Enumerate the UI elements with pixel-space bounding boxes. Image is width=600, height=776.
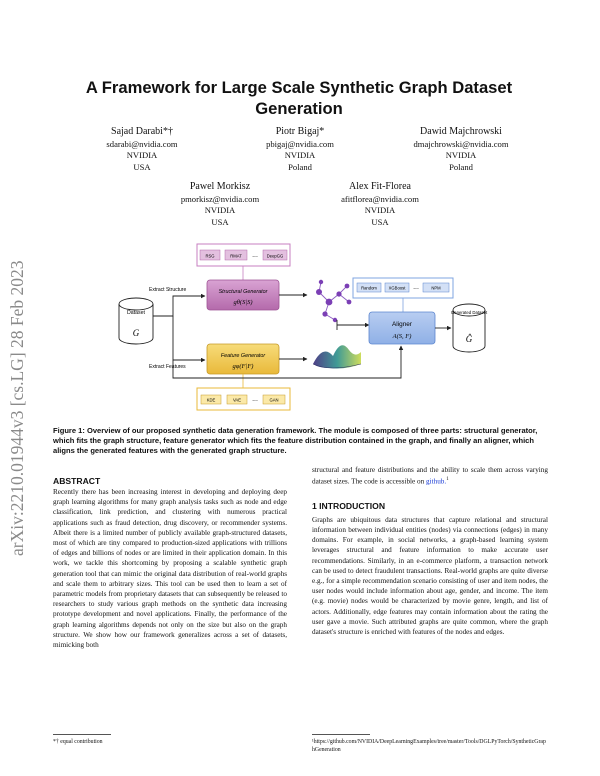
author-name: Pawel Morkisz <box>189 181 251 192</box>
introduction-text: Graphs are ubiquitous data structures th… <box>312 515 548 637</box>
structural-generator-label: Structural Generator <box>219 289 268 295</box>
framework-diagram: RSG RMAT ... DeepGG Dataset G Extract St… <box>118 243 488 411</box>
abstract-continuation-text: structural and feature distributions and… <box>312 466 548 486</box>
author-email: dmajchrowski@nvidia.com <box>413 138 509 149</box>
extract-structure-label: Extract Structure <box>149 287 186 293</box>
author-org: NVIDIA <box>284 150 316 160</box>
right-column: structural and feature distributions and… <box>312 465 548 637</box>
author-name: Dawid Majchrowski <box>420 126 502 137</box>
feature-distribution-icon <box>312 345 362 369</box>
generated-graph-icon <box>316 279 352 323</box>
method-label: RMAT <box>230 254 242 259</box>
author-country: USA <box>211 216 229 227</box>
abstract-text: Recently there has been increasing inter… <box>53 488 287 650</box>
method-ellipsis: ... <box>252 396 258 403</box>
method-label: RSG <box>205 254 214 259</box>
structural-generator-formula: gθ(S|S) <box>233 299 252 306</box>
aligner-box: Aligner A(S, F) <box>368 311 436 345</box>
feature-generator-box: Feature Generator gφ(F|F) <box>206 343 280 375</box>
arxiv-stamp-text: arXiv:2210.01944v3 [cs.LG] 28 Feb 2023 <box>7 260 27 556</box>
author-email: sdarabi@nvidia.com <box>106 138 178 149</box>
author-country: Poland <box>449 161 473 172</box>
author-org: NVIDIA <box>126 150 158 160</box>
author-org: NVIDIA <box>204 205 236 215</box>
abstract-heading: ABSTRACT <box>53 476 101 486</box>
author-block: Sajad Darabi*† sdarabi@nvidia.com NVIDIA… <box>62 126 222 173</box>
author-name: Alex Fit-Florea <box>349 181 411 192</box>
author-email: afitflorea@nvidia.com <box>341 193 419 204</box>
feature-methods-panel: KDE VAE ... GAN <box>196 374 291 411</box>
method-ellipsis: ... <box>252 252 258 259</box>
author-email: pbigaj@nvidia.com <box>266 138 334 149</box>
github-link[interactable]: github. <box>426 477 447 486</box>
method-label: GAN <box>269 398 278 403</box>
method-label: VAE <box>233 398 241 403</box>
figure-caption: Figure 1: Overview of our proposed synth… <box>53 426 548 457</box>
footnote-equal-contribution: *† equal contribution <box>53 739 103 745</box>
abstract-continuation: structural and feature distributions and… <box>312 465 548 487</box>
footnote-marker: 1 <box>446 477 449 483</box>
footnote-rule-left <box>53 734 111 735</box>
aligner-label: Aligner <box>392 321 413 328</box>
author-name: Piotr Bigaj* <box>275 126 325 137</box>
arxiv-stamp: arXiv:2210.01944v3 [cs.LG] 28 Feb 2023 <box>7 260 27 556</box>
author-block: Piotr Bigaj* pbigaj@nvidia.com NVIDIA Po… <box>220 126 380 173</box>
author-org: NVIDIA <box>445 150 477 160</box>
caption-text: Overview of our proposed synthetic data … <box>53 426 538 456</box>
author-block: Pawel Morkisz pmorkisz@nvidia.com NVIDIA… <box>140 181 300 228</box>
author-country: USA <box>371 216 389 227</box>
footnote-rule-right <box>312 734 370 735</box>
method-ellipsis: ... <box>413 284 419 291</box>
dataset-symbol: G <box>133 328 140 338</box>
paper-title: A Framework for Large Scale Synthetic Gr… <box>85 78 513 118</box>
feature-generator-formula: gφ(F|F) <box>233 363 254 370</box>
caption-label: Figure 1: <box>53 426 85 435</box>
feature-generator-label: Feature Generator <box>221 353 266 359</box>
author-country: USA <box>133 161 151 172</box>
abstract-section: ABSTRACT Recently there has been increas… <box>53 475 287 650</box>
method-label: Random <box>361 286 377 291</box>
method-label: XGBoost <box>389 286 407 291</box>
generated-dataset-label: Generated Dataset <box>451 310 488 315</box>
aligner-formula: A(S, F) <box>392 333 412 340</box>
generated-dataset-cylinder: Generated Dataset Ĝ <box>451 303 488 353</box>
author-block: Alex Fit-Florea afitflorea@nvidia.com NV… <box>300 181 460 228</box>
method-label: DeepGG <box>267 254 284 259</box>
dataset-cylinder: Dataset G <box>118 297 154 345</box>
generated-dataset-symbol: Ĝ <box>466 334 473 344</box>
author-block: Dawid Majchrowski dmajchrowski@nvidia.co… <box>381 126 541 173</box>
author-org: NVIDIA <box>364 205 396 215</box>
author-email: pmorkisz@nvidia.com <box>180 193 260 204</box>
author-country: Poland <box>288 161 312 172</box>
dataset-label: Dataset <box>127 310 145 316</box>
footnote-url: ¹https://github.com/NVIDIA/DeepLearningE… <box>312 739 546 753</box>
author-name: Sajad Darabi*† <box>111 126 173 137</box>
structural-generator-box: Structural Generator gθ(S|S) <box>206 279 280 311</box>
method-label: KDE <box>207 398 216 403</box>
structure-methods-panel: RSG RMAT ... DeepGG <box>196 243 291 280</box>
method-label: NPM <box>431 286 441 291</box>
aligner-methods-panel: Random XGBoost ... NPM <box>352 277 454 312</box>
introduction-heading: 1 INTRODUCTION <box>312 500 386 511</box>
extract-features-label: Extract Features <box>149 364 186 370</box>
